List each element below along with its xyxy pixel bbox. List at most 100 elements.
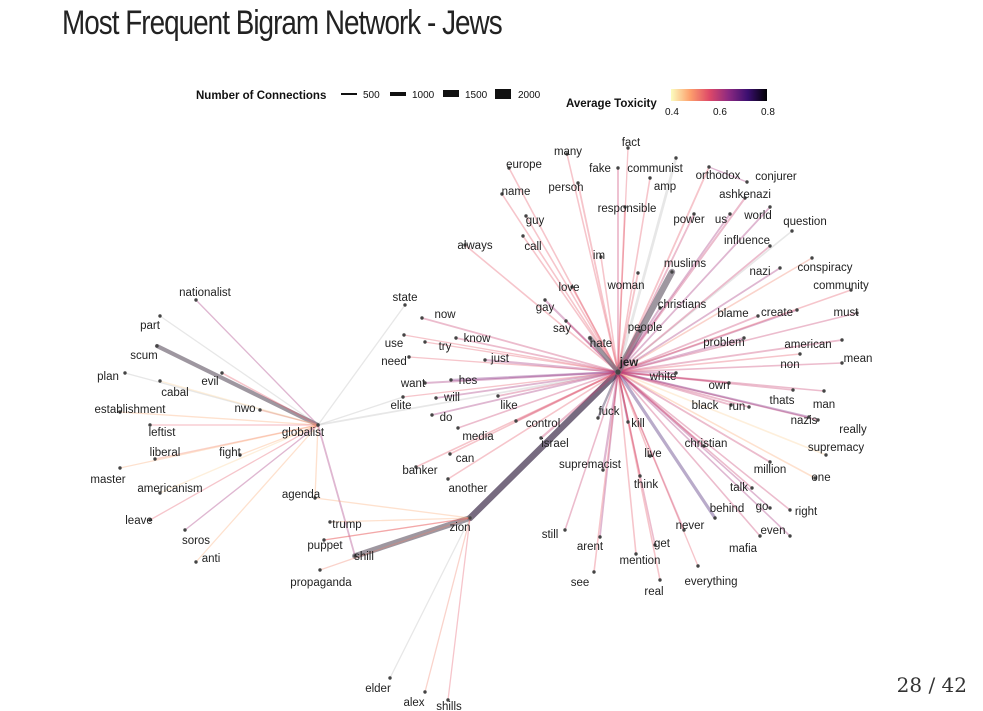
edge-jew-behind xyxy=(616,370,717,520)
node-label-hate: hate xyxy=(590,338,612,350)
connections-legend: Number of Connections 500 1000 1500 2000 xyxy=(196,89,541,102)
node-label-need: need xyxy=(381,356,407,368)
node-point-name xyxy=(500,192,504,196)
node-point-even xyxy=(788,534,792,538)
edge-jew-mention xyxy=(617,371,637,555)
node-point-plan xyxy=(123,371,127,375)
node-label-hes: hes xyxy=(459,375,478,387)
edge-jew-see xyxy=(593,371,619,573)
node-label-leave: leave xyxy=(125,515,153,527)
node-label-must: must xyxy=(834,307,860,319)
node-label-person: person xyxy=(548,182,583,194)
edge-jew-arent xyxy=(599,371,619,538)
node-label-establishment: establishment xyxy=(95,404,167,416)
toxicity-tick: 0.8 xyxy=(761,107,775,118)
node-label-like: like xyxy=(500,400,517,412)
node-point-shills xyxy=(446,698,450,702)
edge-jew-just xyxy=(483,358,620,374)
node-point-cabal xyxy=(158,379,162,383)
node-label-blame: blame xyxy=(717,308,748,320)
node-label-cabal: cabal xyxy=(161,387,189,399)
node-point-fact xyxy=(626,146,630,150)
node-label-can: can xyxy=(456,453,475,465)
node-label-supremacist: supremacist xyxy=(559,459,622,471)
node-label-think: think xyxy=(634,479,659,491)
node-point-hes xyxy=(449,378,453,382)
edge-jew-still xyxy=(564,371,619,531)
node-point-zion xyxy=(468,516,472,520)
node-point-still xyxy=(563,528,567,532)
node-point-create xyxy=(795,308,799,312)
edge-zion-puppet xyxy=(323,517,471,541)
edge-globalist-nwo xyxy=(259,409,319,426)
node-label-mafia: mafia xyxy=(729,543,758,555)
node-label-responsible: responsible xyxy=(598,203,657,215)
edge-jew-man xyxy=(617,371,825,392)
edge-jew-blame xyxy=(617,315,759,373)
node-label-banker: banker xyxy=(402,465,437,477)
legend-width-label: 2000 xyxy=(518,90,541,101)
edge-jew-get xyxy=(617,371,656,546)
node-label-run: run xyxy=(729,401,746,413)
node-point-thats xyxy=(791,388,795,392)
node-label-conspiracy: conspiracy xyxy=(798,262,853,274)
node-point-christian xyxy=(702,444,706,448)
node-point-talk xyxy=(750,486,754,490)
node-label-non: non xyxy=(780,359,799,371)
edge-zion-jew xyxy=(466,368,622,522)
node-label-fake: fake xyxy=(589,163,611,175)
node-point-fight xyxy=(238,453,242,457)
node-point-get xyxy=(653,543,657,547)
node-label-communist: communist xyxy=(627,163,683,175)
node-label-media: media xyxy=(462,431,494,443)
node-point-part xyxy=(158,314,162,318)
node-point-supremacist xyxy=(601,468,605,472)
edge-jew-do xyxy=(431,371,619,416)
node-point-fuck xyxy=(596,416,600,420)
node-label-nazi: nazi xyxy=(749,266,770,278)
node-point-communist xyxy=(674,156,678,160)
node-point-agenda xyxy=(313,496,317,500)
edge-jew-one xyxy=(617,371,816,479)
edge-globalist-establishment xyxy=(119,411,319,426)
edge-jew-think xyxy=(617,371,641,477)
node-label-leftist: leftist xyxy=(149,427,177,439)
node-label-arent: arent xyxy=(577,541,604,553)
edge-jew-white xyxy=(616,370,678,375)
node-label-one: one xyxy=(811,472,830,484)
node-label-question: question xyxy=(783,216,826,228)
node-point-just xyxy=(483,358,487,362)
legend-width-sample xyxy=(495,89,511,99)
edge-jew-problem xyxy=(616,336,746,374)
node-point-media xyxy=(456,426,460,430)
edge-jew-name xyxy=(501,193,619,373)
node-point-nazis xyxy=(807,415,811,419)
edge-jew-influence xyxy=(617,245,771,373)
node-label-know: know xyxy=(464,333,492,345)
node-label-evil: evil xyxy=(201,376,218,388)
node-point-nwo xyxy=(258,408,262,412)
node-point-conspiracy xyxy=(810,256,814,260)
node-point-alex xyxy=(423,690,427,694)
node-point-always xyxy=(463,243,467,247)
node-label-fuck: fuck xyxy=(598,406,619,418)
edge-jew-hate xyxy=(587,335,621,375)
edge-jew-even xyxy=(617,371,791,537)
edge-jew-everything xyxy=(617,371,699,567)
edge-jew-like xyxy=(497,371,619,397)
node-label-nwo: nwo xyxy=(234,403,255,415)
edge-jew-person xyxy=(577,182,619,373)
node-point-ashkenazi xyxy=(743,196,747,200)
edge-jew-fuck xyxy=(596,370,620,420)
edge-jew-need xyxy=(408,356,619,373)
node-point-leave xyxy=(148,518,152,522)
edge-orthodox-conjurer xyxy=(708,166,748,183)
node-label-supremacy: supremacy xyxy=(808,442,864,454)
node-label-everything: everything xyxy=(684,576,737,588)
node-point-globalist xyxy=(316,423,320,427)
node-label-mean: mean xyxy=(844,353,873,365)
edge-globalist-americanism xyxy=(159,424,319,494)
node-point-supremacy xyxy=(824,453,828,457)
edge-globalist-master xyxy=(119,424,319,469)
